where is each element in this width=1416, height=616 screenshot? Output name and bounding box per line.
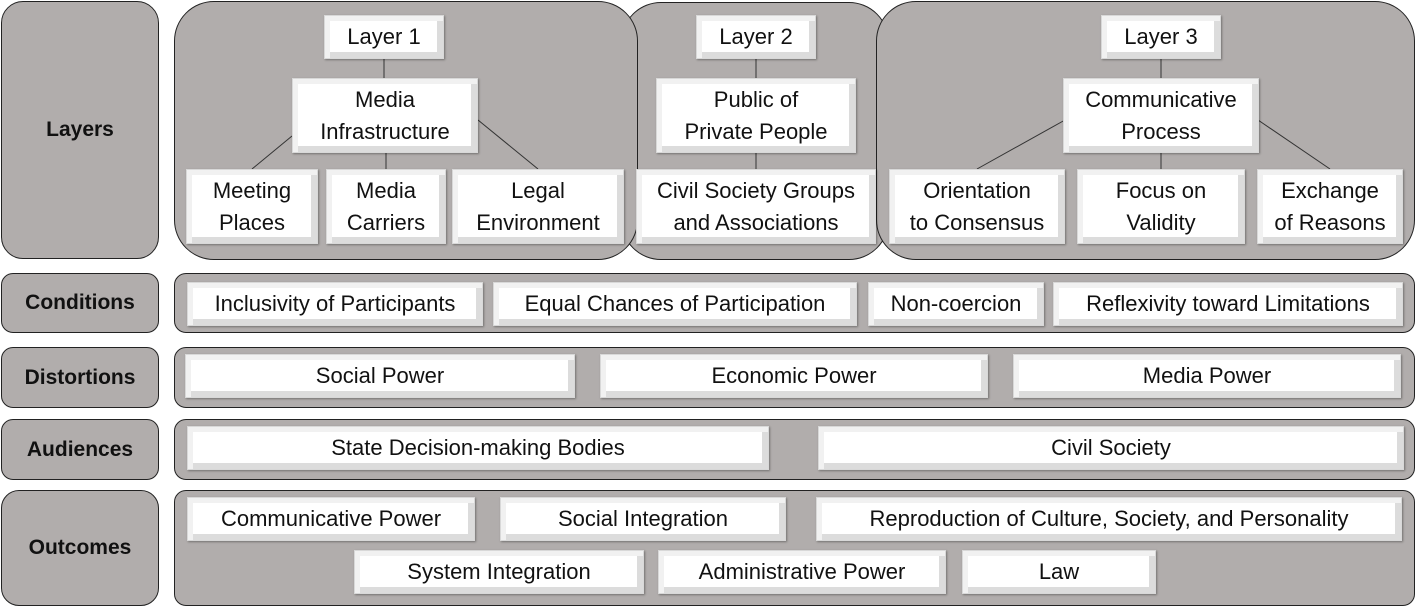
public-of-private-people-node: Public of Private People bbox=[656, 78, 856, 153]
condition-item: Reflexivity toward Limitations bbox=[1053, 282, 1403, 326]
side-label-audiences-text: Audiences bbox=[26, 437, 134, 461]
media-infrastructure-node: Media Infrastructure bbox=[292, 78, 478, 153]
condition-item: Non-coercion bbox=[868, 282, 1044, 326]
distortion-item: Media Power bbox=[1013, 354, 1401, 398]
outcome-item: Social Integration bbox=[500, 497, 786, 541]
side-label-conditions-text: Conditions bbox=[25, 291, 135, 314]
communicative-process-node: Communicative Process bbox=[1063, 78, 1259, 153]
exchange-of-reasons-node: Exchange of Reasons bbox=[1257, 169, 1403, 244]
condition-item: Equal Chances of Participation bbox=[493, 282, 857, 326]
audience-item: State Decision-making Bodies bbox=[187, 426, 769, 470]
side-label-audiences: Audiences bbox=[1, 419, 159, 480]
distortion-item: Economic Power bbox=[600, 354, 988, 398]
outcome-item: Law bbox=[962, 550, 1156, 594]
orientation-to-consensus-node: Orientation to Consensus bbox=[889, 169, 1065, 244]
side-label-layers-text: Layers bbox=[46, 118, 114, 141]
civil-society-groups-node: Civil Society Groups and Associations bbox=[636, 169, 876, 244]
distortion-item: Social Power bbox=[185, 354, 575, 398]
layer-2-title: Layer 2 bbox=[696, 15, 816, 59]
layer-1-title: Layer 1 bbox=[324, 15, 444, 59]
side-label-distortions: Distortions bbox=[1, 347, 159, 408]
condition-item: Inclusivity of Participants bbox=[187, 282, 483, 326]
focus-on-validity-node: Focus on Validity bbox=[1077, 169, 1245, 244]
legal-environment-node: Legal Environment bbox=[452, 169, 624, 244]
media-carriers-node: Media Carriers bbox=[326, 169, 446, 244]
outcome-item: Administrative Power bbox=[658, 550, 946, 594]
side-label-layers: Layers bbox=[1, 1, 159, 259]
outcome-item: Communicative Power bbox=[187, 497, 475, 541]
outcome-item: Reproduction of Culture, Society, and Pe… bbox=[816, 497, 1402, 541]
side-label-distortions-text: Distortions bbox=[24, 365, 136, 389]
audience-item: Civil Society bbox=[818, 426, 1404, 470]
outcome-item: System Integration bbox=[354, 550, 644, 594]
meeting-places-node: Meeting Places bbox=[186, 169, 318, 244]
side-label-outcomes: Outcomes bbox=[1, 490, 159, 606]
side-label-outcomes-text: Outcomes bbox=[28, 536, 132, 559]
side-label-conditions: Conditions bbox=[1, 273, 159, 333]
layer-3-title: Layer 3 bbox=[1101, 15, 1221, 59]
